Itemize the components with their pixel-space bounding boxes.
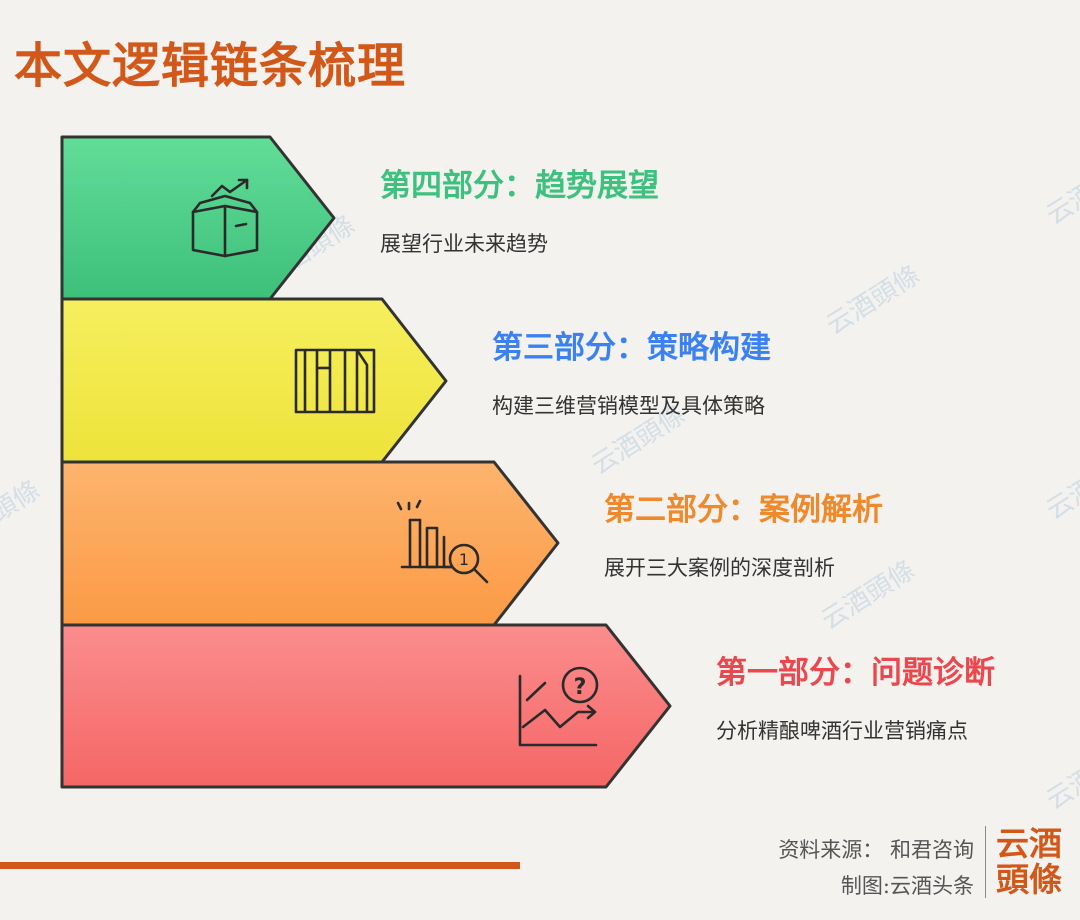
footer-accent-bar bbox=[0, 862, 520, 869]
step-1-title: 第一部分：问题诊断 bbox=[716, 655, 995, 691]
step-2-desc: 展开三大案例的深度剖析 bbox=[604, 556, 835, 580]
footer-divider bbox=[985, 826, 986, 898]
step-4-arrow bbox=[60, 135, 336, 301]
step-3-title: 第三部分：策略构建 bbox=[492, 330, 771, 366]
chart-question-glyph: ? bbox=[574, 675, 587, 700]
step-2-title: 第二部分：案例解析 bbox=[604, 492, 883, 528]
page-title: 本文逻辑链条梳理 bbox=[14, 38, 407, 94]
chart-magnifier-icon: 1 bbox=[396, 499, 489, 584]
step-3-desc: 构建三维营销模型及具体策略 bbox=[492, 394, 765, 418]
brand-logo-line1: 云酒 bbox=[996, 824, 1062, 863]
step-3-arrow bbox=[60, 297, 448, 464]
columns-icon bbox=[294, 348, 376, 414]
chart-maker-credit: 制图:云酒头条 bbox=[840, 874, 974, 898]
data-source-credit: 资料来源： 和君咨询 bbox=[778, 838, 974, 862]
step-4-title: 第四部分：趋势展望 bbox=[380, 168, 659, 204]
step-4-desc: 展望行业未来趋势 bbox=[380, 232, 548, 256]
brand-logo: 云酒 頭條 bbox=[996, 826, 1068, 898]
chart-magnifier-glyph: 1 bbox=[459, 550, 469, 569]
brand-logo-line2: 頭條 bbox=[996, 860, 1062, 899]
step-1-arrow bbox=[60, 623, 672, 789]
box-growth-icon bbox=[191, 178, 259, 258]
step-1-desc: 分析精酿啤酒行业营销痛点 bbox=[716, 719, 968, 743]
step-2-arrow bbox=[60, 460, 560, 627]
chart-question-icon: ? bbox=[518, 666, 599, 747]
